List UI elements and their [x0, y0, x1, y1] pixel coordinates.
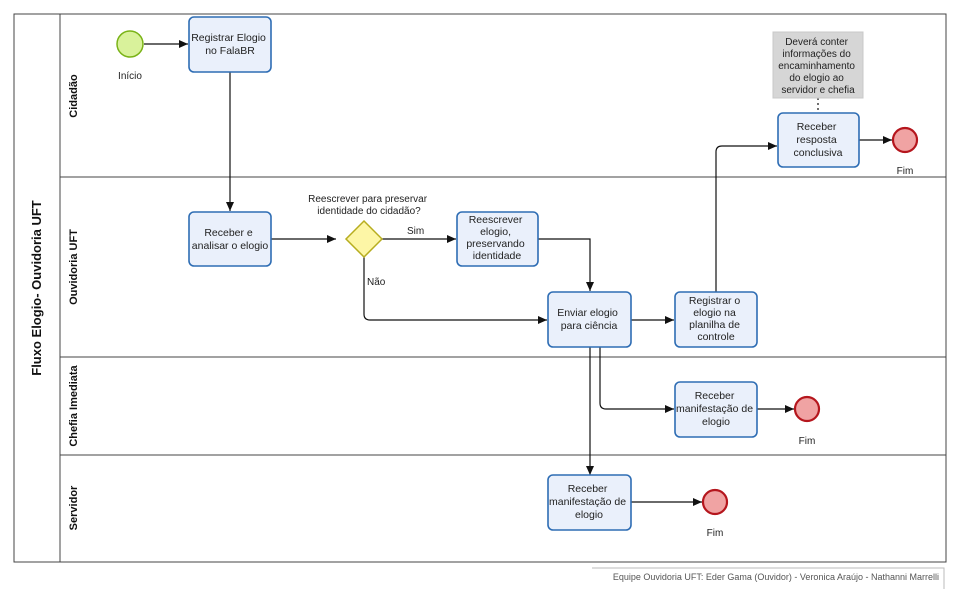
pool-title: Fluxo Elogio- Ouvidoria UFT	[29, 200, 44, 376]
pool: Fluxo Elogio- Ouvidoria UFT	[13, 13, 947, 563]
start-event: Início	[116, 30, 144, 82]
task-receber-analisar-label: Receber e analisar o elogio	[192, 227, 269, 252]
exclusive-gateway[interactable]: Reescrever para preservar identidade do …	[308, 194, 430, 288]
end-event-chefia-label: Fim	[799, 436, 816, 447]
task-receber-chefia-label: Receber manifestação de elogio	[676, 390, 756, 428]
lane-labels: Cidadão Ouvidoria UFT Chefia Imediata Se…	[68, 74, 80, 530]
text-annotation: Deverá conter informações do encaminhame…	[772, 31, 864, 99]
flow-gateway-no	[363, 257, 547, 324]
gateway-no-label: Não	[367, 277, 386, 288]
flow-reescrever-to-enviar	[538, 238, 594, 291]
annotation-text: Deverá conter informações do encaminhame…	[778, 37, 858, 96]
start-event-label: Início	[118, 71, 142, 82]
task-enviar-label: Enviar elogio para ciência	[557, 307, 621, 332]
task-registrar-falabr-label: Registrar Elogio no FalaBR	[191, 32, 269, 57]
task-registrar-planilha-label: Registrar o elogio na planilha de contro…	[689, 295, 743, 343]
lane-label-servidor: Servidor	[68, 485, 80, 530]
footer-credits: Equipe Ouvidoria UFT: Eder Gama (Ouvidor…	[613, 572, 939, 582]
gateway-yes-label: Sim	[407, 226, 424, 237]
task-reescrever[interactable]: Reescrever elogio, preservando identidad…	[456, 211, 539, 267]
task-receber-resposta[interactable]: Receber resposta conclusiva	[777, 112, 860, 168]
lane-label-chefia: Chefia Imediata	[68, 364, 80, 446]
start-event-circle	[116, 30, 144, 58]
task-receber-analisar[interactable]: Receber e analisar o elogio	[188, 211, 272, 267]
lane-label-cidadao: Cidadão	[68, 74, 80, 118]
task-receber-resposta-label: Receber resposta conclusiva	[793, 121, 842, 159]
task-reescrever-label: Reescrever elogio, preservando identidad…	[466, 214, 527, 262]
flow-planilha-to-resposta	[715, 142, 777, 292]
task-enviar[interactable]: Enviar elogio para ciência	[547, 291, 632, 348]
task-registrar-falabr[interactable]: Registrar Elogio no FalaBR	[188, 16, 272, 73]
gateway-question: Reescrever para preservar identidade do …	[308, 194, 430, 217]
end-event-cidadao-label: Fim	[897, 166, 914, 177]
footer: Equipe Ouvidoria UFT: Eder Gama (Ouvidor…	[592, 567, 945, 589]
task-receber-chefia[interactable]: Receber manifestação de elogio	[674, 381, 758, 438]
end-event-servidor-label: Fim	[707, 528, 724, 539]
end-event-cidadao: Fim	[891, 126, 919, 177]
lane-label-ouvidoria: Ouvidoria UFT	[68, 229, 80, 305]
sequence-flows	[144, 40, 892, 506]
end-event-chefia: Fim	[793, 395, 821, 447]
flow-enviar-to-chefia	[599, 347, 674, 413]
task-receber-servidor[interactable]: Receber manifestação de elogio	[547, 474, 632, 531]
end-event-servidor: Fim	[701, 488, 729, 539]
task-registrar-planilha[interactable]: Registrar o elogio na planilha de contro…	[674, 291, 758, 348]
task-receber-servidor-label: Receber manifestação de elogio	[549, 483, 629, 521]
